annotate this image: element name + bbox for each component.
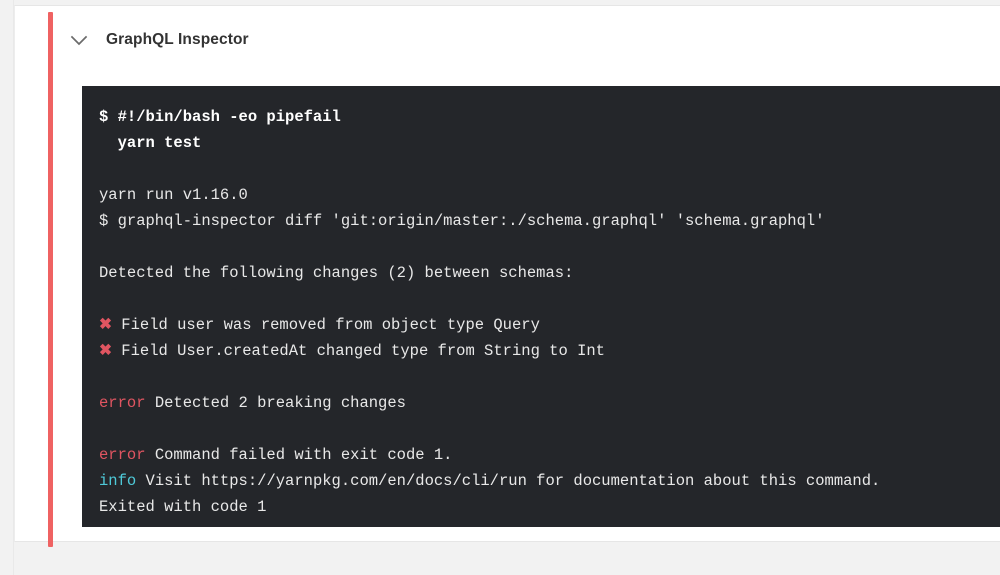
- terminal-line: [99, 156, 1000, 182]
- terminal-line: [99, 364, 1000, 390]
- page-title: GraphQL Inspector: [106, 31, 249, 48]
- terminal-line: ✖ Field User.createdAt changed type from…: [99, 338, 1000, 364]
- terminal-line-text: Detected 2 breaking changes: [145, 394, 406, 412]
- terminal-line: $ #!/bin/bash -eo pipefail: [99, 108, 341, 126]
- terminal-line: Exited with code 1: [99, 498, 267, 516]
- cross-icon: ✖: [99, 316, 112, 334]
- terminal-line: [99, 234, 1000, 260]
- terminal-line: error Detected 2 breaking changes: [99, 390, 1000, 416]
- terminal-line: [99, 286, 1000, 312]
- terminal-line: yarn run v1.16.0: [99, 186, 248, 204]
- page-gutter-line: [13, 0, 14, 575]
- error-label: error: [99, 446, 146, 464]
- error-label: error: [99, 394, 146, 412]
- terminal-line-text: Visit https://yarnpkg.com/en/docs/cli/ru…: [136, 472, 881, 490]
- terminal-log[interactable]: $ #!/bin/bash -eo pipefail yarn test yar…: [82, 86, 1000, 527]
- chevron-down-icon[interactable]: [67, 28, 91, 52]
- cross-icon: ✖: [99, 342, 112, 360]
- info-label: info: [99, 472, 137, 490]
- terminal-line: Detected the following changes (2) betwe…: [99, 264, 574, 282]
- status-stripe-failed: [48, 12, 53, 547]
- terminal-line-text: Command failed with exit code 1.: [145, 446, 453, 464]
- terminal-line: $ graphql-inspector diff 'git:origin/mas…: [99, 212, 825, 230]
- terminal-line: [99, 416, 1000, 442]
- terminal-line-text: Field User.createdAt changed type from S…: [112, 342, 605, 360]
- card-header[interactable]: GraphQL Inspector: [67, 22, 249, 58]
- terminal-line: info Visit https://yarnpkg.com/en/docs/c…: [99, 468, 1000, 494]
- terminal-line: error Command failed with exit code 1.: [99, 442, 1000, 468]
- terminal-line: ✖ Field user was removed from object typ…: [99, 312, 1000, 338]
- terminal-line-text: Field user was removed from object type …: [112, 316, 540, 334]
- terminal-line: yarn test: [99, 134, 202, 152]
- build-step-card: GraphQL Inspector $ #!/bin/bash -eo pipe…: [14, 5, 1000, 547]
